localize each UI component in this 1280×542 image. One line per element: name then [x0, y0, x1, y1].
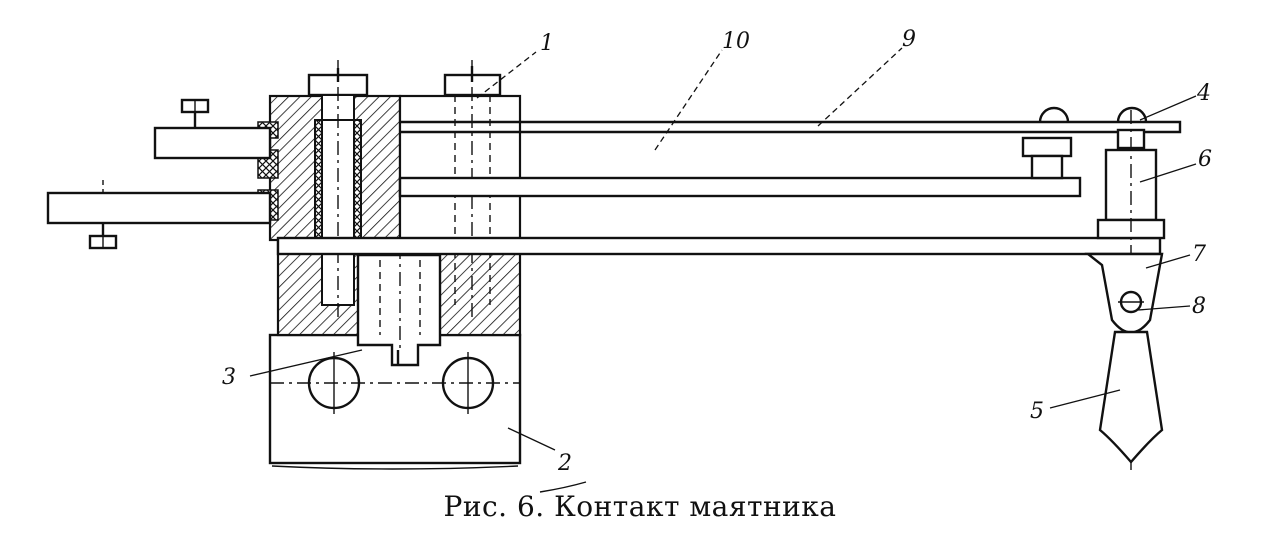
part-labels: 1 10 9 4 6 7 8 5 3 2: [222, 27, 1212, 476]
spring-blade-upper: [400, 120, 1182, 134]
label-6: 6: [1198, 147, 1212, 172]
pendulum-bob: [1098, 330, 1164, 464]
figure-caption: Рис. 6. Контакт маятника: [443, 490, 837, 523]
label-10: 10: [722, 29, 750, 54]
label-3: 3: [222, 365, 236, 390]
label-9: 9: [902, 27, 916, 52]
pendulum-hanger: [1084, 252, 1164, 334]
label-7: 7: [1192, 242, 1206, 267]
base-block: [268, 333, 587, 493]
center-screw: [307, 60, 369, 320]
label-1: 1: [540, 31, 554, 56]
contact-post-left: [1021, 106, 1073, 180]
label-8: 8: [1192, 294, 1206, 319]
spring-blade-middle: [398, 176, 1082, 198]
label-2: 2: [557, 451, 572, 476]
left-arm-upper: [153, 98, 272, 160]
center-nut: [356, 245, 442, 367]
spring-blade-lower: [276, 236, 1162, 256]
label-4: 4: [1196, 81, 1211, 106]
label-5: 5: [1030, 399, 1044, 424]
left-arm-lower: [46, 180, 272, 250]
leader-lines: [249, 47, 1197, 451]
